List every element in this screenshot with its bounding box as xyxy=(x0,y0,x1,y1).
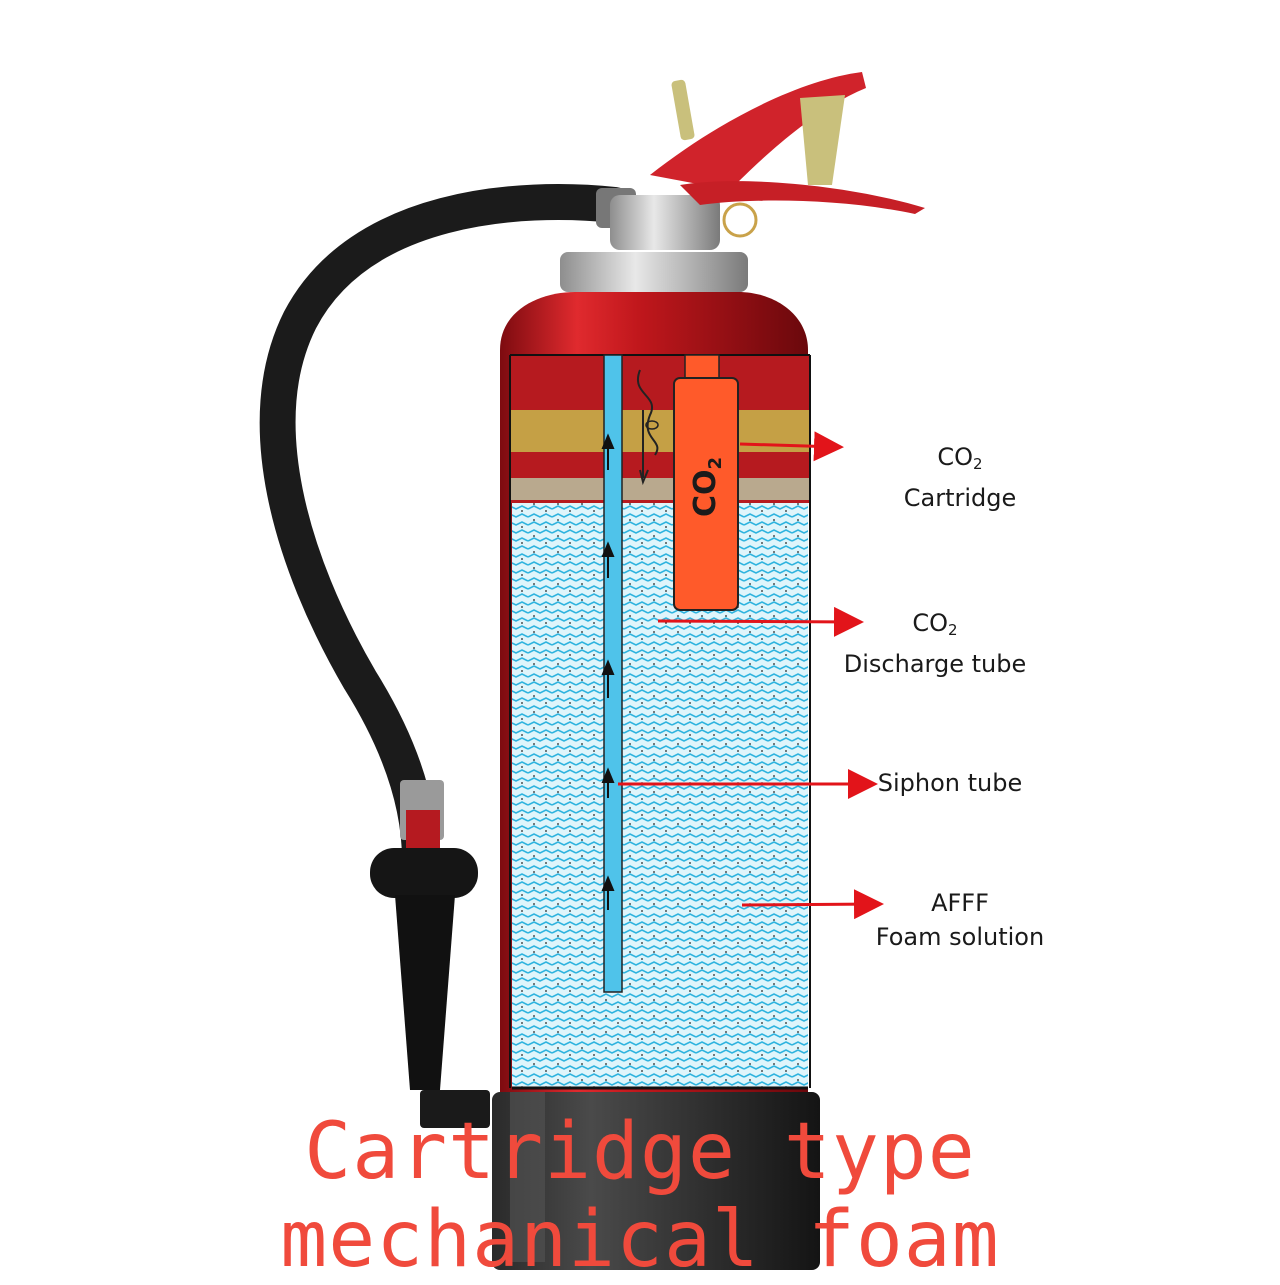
afff-foam-solution-label: AFFF Foam solution xyxy=(875,889,1045,951)
title-line-2: mechanical foam xyxy=(280,1195,1000,1285)
co2-cartridge-label: CO2 Cartridge xyxy=(903,443,1017,512)
co2-cartridge xyxy=(673,377,739,611)
siphon-tube-label: Siphon tube xyxy=(877,769,1023,797)
co2-discharge-tube-label: CO2 Discharge tube xyxy=(843,609,1027,678)
diagram-title: Cartridge type mechanical foam xyxy=(0,1108,1280,1284)
flow-up-arrows xyxy=(601,433,615,910)
cartridge-label: CO2 xyxy=(688,456,726,518)
pointer-arrows xyxy=(618,431,884,920)
afff-foam-solution xyxy=(512,503,808,1088)
title-line-1: Cartridge type xyxy=(304,1107,976,1197)
